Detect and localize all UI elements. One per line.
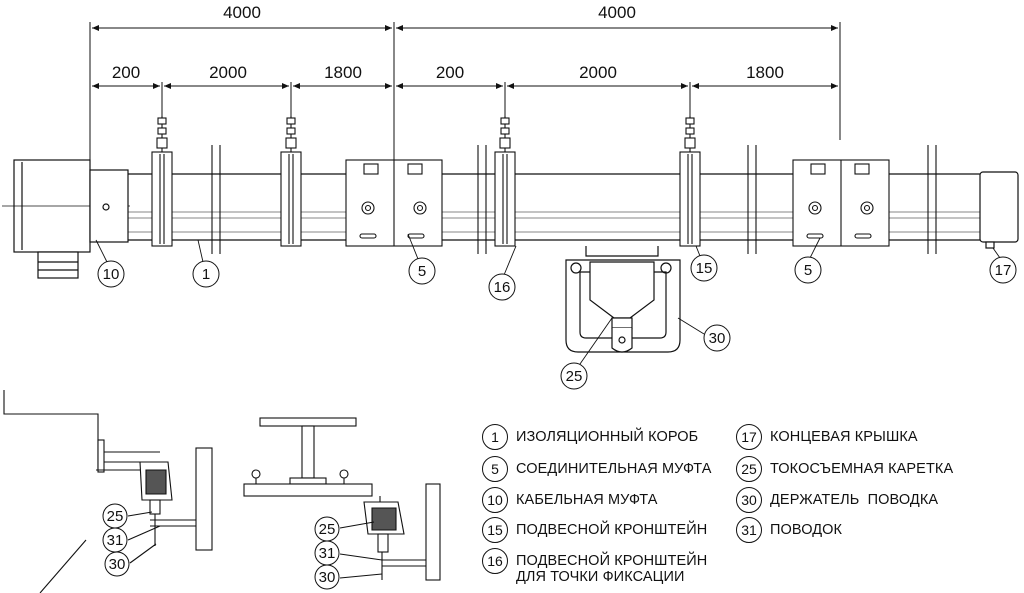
callout-30: 30 [703, 324, 731, 352]
legend-number: 16 [482, 548, 508, 574]
joint-connectors [345, 159, 890, 247]
dimension-lines [89, 22, 841, 160]
hanger-brackets [151, 116, 937, 254]
parts-legend: 1 ИЗОЛЯЦИОННЫЙ КОРОБ 5 СОЕДИНИТЕЛЬНАЯ МУ… [482, 424, 1022, 592]
dim-total-right: 4000 [598, 3, 636, 22]
legend-item: 1 ИЗОЛЯЦИОННЫЙ КОРОБ [482, 424, 698, 450]
legend-item: 15 ПОДВЕСНОЙ КРОНШТЕЙН [482, 517, 707, 543]
legend-number: 5 [482, 456, 508, 482]
legend-item: 25 ТОКОСЪЕМНАЯ КАРЕТКА [736, 456, 953, 482]
dim-segment: 2000 [579, 63, 617, 82]
legend-text: ПОДВЕСНОЙ КРОНШТЕЙН [516, 522, 708, 538]
detail-callout: 30 [314, 564, 340, 590]
dimension-labels: 4000 4000 200 2000 1800 200 2000 1800 [112, 3, 784, 82]
legend-number: 10 [482, 487, 508, 513]
svg-text:10: 10 [103, 266, 120, 283]
callout-5: 5 [408, 257, 436, 285]
legend-item: 30 ДЕРЖАТЕЛЬ ПОВОДКА [736, 487, 938, 513]
svg-text:15: 15 [696, 260, 713, 277]
legend-item: 10 КАБЕЛЬНАЯ МУФТА [482, 487, 658, 513]
legend-number: 25 [736, 456, 762, 482]
legend-text: ПОВОДОК [770, 522, 843, 538]
detail-callout: 30 [104, 551, 130, 577]
detail-beam-mount [243, 417, 441, 581]
svg-text:25: 25 [107, 508, 124, 525]
detail-callout: 31 [102, 527, 128, 553]
legend-number: 31 [736, 517, 762, 543]
dim-segment: 200 [436, 63, 464, 82]
svg-text:25: 25 [566, 368, 583, 385]
svg-text:30: 30 [709, 330, 726, 347]
svg-text:5: 5 [418, 263, 426, 280]
legend-text: ИЗОЛЯЦИОННЫЙ КОРОБ [516, 429, 699, 445]
dim-segment: 1800 [324, 63, 362, 82]
detail-wall-mount [3, 390, 213, 593]
dim-segment: 2000 [209, 63, 247, 82]
detail-left-callouts: 25 31 30 [102, 503, 130, 577]
svg-text:31: 31 [319, 545, 336, 562]
dim-total-left: 4000 [223, 3, 261, 22]
detail-callout: 25 [102, 503, 128, 529]
legend-number: 30 [736, 487, 762, 513]
callout-17: 17 [989, 256, 1017, 284]
legend-text: КАБЕЛЬНАЯ МУФТА [516, 492, 658, 508]
legend-number: 1 [482, 424, 508, 450]
detail-callout: 31 [314, 540, 340, 566]
main-callouts: 10 1 5 16 15 5 17 30 25 [97, 254, 1017, 390]
detail-right-callouts: 25 31 30 [314, 516, 340, 590]
callout-15: 15 [690, 254, 718, 282]
legend-number: 15 [482, 517, 508, 543]
callout-16: 16 [488, 273, 516, 301]
collector-trolley [565, 246, 681, 353]
svg-text:1: 1 [202, 266, 210, 283]
callout-25: 25 [560, 362, 588, 390]
svg-text:25: 25 [319, 521, 336, 538]
legend-item: 5 СОЕДИНИТЕЛЬНАЯ МУФТА [482, 456, 712, 482]
callout-1: 1 [192, 260, 220, 288]
svg-text:31: 31 [107, 532, 124, 549]
svg-text:16: 16 [494, 279, 511, 296]
legend-text: ТОКОСЪЕМНАЯ КАРЕТКА [770, 461, 954, 477]
legend-text: СОЕДИНИТЕЛЬНАЯ МУФТА [516, 461, 712, 477]
callout-leaders [95, 233, 1001, 365]
callout-5b: 5 [794, 256, 822, 284]
legend-number: 17 [736, 424, 762, 450]
callout-10: 10 [97, 260, 125, 288]
svg-text:30: 30 [109, 556, 126, 573]
svg-text:30: 30 [319, 569, 336, 586]
dim-segment: 1800 [746, 63, 784, 82]
legend-text: КОНЦЕВАЯ КРЫШКА [770, 429, 918, 445]
detail-callout: 25 [314, 516, 340, 542]
legend-text: ДЕРЖАТЕЛЬ ПОВОДКА [770, 492, 939, 508]
legend-item: 17 КОНЦЕВАЯ КРЫШКА [736, 424, 918, 450]
legend-item: 31 ПОВОДОК [736, 517, 842, 543]
dim-segment: 200 [112, 63, 140, 82]
svg-text:17: 17 [995, 262, 1012, 279]
svg-text:5: 5 [804, 262, 812, 279]
